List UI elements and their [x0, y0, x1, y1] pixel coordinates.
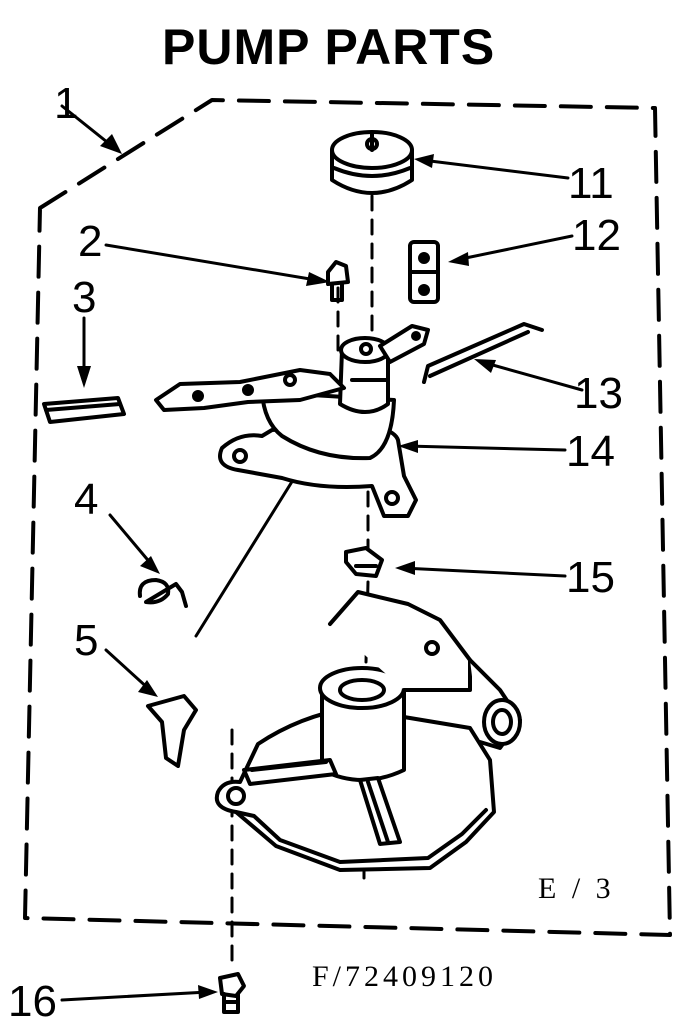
- bracket-part-5: [146, 694, 198, 768]
- screw-part-2: [326, 260, 350, 302]
- callout-15: 15: [566, 553, 615, 602]
- leader-16: [60, 990, 210, 1002]
- callout-12: 12: [572, 211, 621, 260]
- leader-13: [480, 360, 584, 392]
- page-code: E / 3: [538, 872, 615, 905]
- leader-11: [420, 158, 570, 180]
- arrowhead-2: [306, 272, 330, 286]
- leader-15: [400, 566, 567, 578]
- callout-11: 11: [568, 159, 614, 208]
- arrowhead-4: [140, 556, 160, 574]
- callout-labels: 1 2 3 4 5 11 12 13 14 15 16: [8, 79, 623, 1026]
- callout-13: 13: [574, 369, 623, 418]
- assembly-boundary: [23, 98, 672, 937]
- pump-bracket-part-14: [154, 324, 430, 518]
- arrowhead-12: [448, 252, 469, 266]
- wire-clip-part-4: [137, 578, 188, 608]
- arrowhead-14: [398, 440, 418, 453]
- leader-2: [104, 243, 324, 283]
- arrowhead-3: [77, 366, 91, 388]
- leader-1: [60, 104, 114, 148]
- callout-5: 5: [74, 616, 98, 665]
- leader-4: [108, 513, 154, 567]
- callout-14: 14: [566, 427, 615, 476]
- clip-part-15: [344, 546, 384, 578]
- pulley-part-11: [330, 130, 414, 195]
- leader-12: [454, 234, 574, 262]
- arrowhead-1: [100, 134, 122, 154]
- arrowhead-5: [138, 680, 158, 697]
- arrowhead-13: [474, 359, 496, 373]
- leader-14: [404, 444, 567, 452]
- leader-5: [104, 648, 152, 692]
- pump-body: [214, 590, 522, 872]
- arrowhead-16: [198, 985, 218, 999]
- figure-number: F/72409120: [312, 960, 497, 993]
- leader-arrowheads: [77, 134, 496, 999]
- pad-part-3: [42, 396, 126, 424]
- diagram-title: PUMP PARTS: [162, 19, 495, 75]
- arrowhead-15: [395, 561, 415, 575]
- callout-2: 2: [78, 217, 102, 266]
- leader-lines: [60, 104, 584, 1002]
- block-part-12: [408, 240, 440, 304]
- arrowhead-11: [414, 154, 434, 168]
- callout-1: 1: [54, 79, 78, 128]
- callout-4: 4: [74, 475, 98, 524]
- screw-part-16: [218, 972, 246, 1014]
- spring-part-13: [422, 322, 544, 384]
- callout-3: 3: [72, 273, 96, 322]
- callout-16: 16: [8, 977, 57, 1026]
